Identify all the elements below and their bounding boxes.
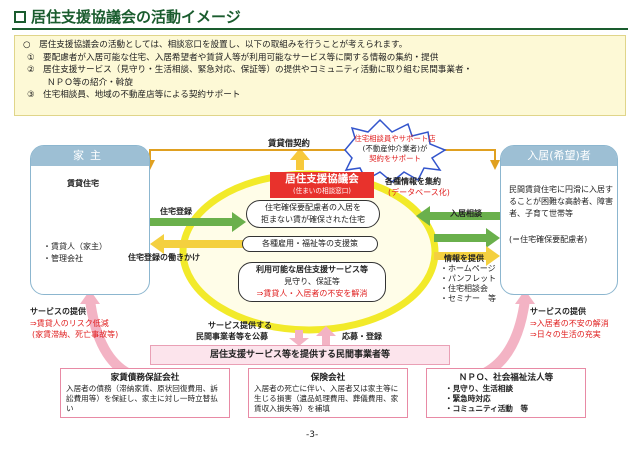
lease-bracket <box>149 149 496 165</box>
npo-title: ＮＰＯ、社会福祉法人等 <box>458 373 554 383</box>
page-title-text: 居住支援協議会の活動イメージ <box>31 8 241 26</box>
service-left-r1: ⇒賃貸人のリスク低減 <box>30 319 109 328</box>
info-provide-label: 情報を提供 <box>444 254 484 263</box>
npo-list: ・見守り、生活相談 ・緊急時対応 ・コミュニティ活動 等 <box>445 384 529 413</box>
providers-band: 居住支援サービス等を提供する民間事業者等 <box>150 345 450 365</box>
service-right-r2: ⇒日々の生活の充実 <box>530 330 601 339</box>
register-arrow <box>150 212 246 232</box>
lease-right-head <box>490 160 500 170</box>
recruit-label-1: サービス提供する <box>208 321 272 330</box>
square-bullet-icon <box>14 10 26 23</box>
lease-up-arrow <box>290 148 310 170</box>
recruit-arrow <box>289 330 309 346</box>
intro-lead: ○ 居住支援協議会の活動としては、相談窓口を設置し、以下の取組みを行うことが考え… <box>23 40 408 50</box>
rental-housing-label: 賃貸住宅 <box>67 179 99 188</box>
support-pill: 各種雇用・福祉等の支援策 <box>242 236 378 252</box>
landlord-header: 家主 <box>31 146 149 166</box>
intro-box: ○ 居住支援協議会の活動としては、相談窓口を設置し、以下の取組みを行うことが考え… <box>14 35 626 116</box>
collect-arrow <box>416 206 500 226</box>
title-rule <box>12 28 628 30</box>
intro-item-2-cont: ＮＰＯ等の紹介・斡旋 <box>47 77 133 88</box>
service-left-label: サービスの提供 <box>30 307 86 316</box>
tenant-consult-label: 入居相談 <box>450 209 482 218</box>
service-left-head <box>80 290 100 304</box>
apply-label: 応募・登録 <box>342 332 382 341</box>
insurance-title: 保険会社 <box>310 373 346 383</box>
landlord-item-2: ・管理会社 <box>43 254 83 263</box>
council-sub: (住まいの相談窓口) <box>293 187 351 195</box>
info-provide-list: ・ホームページ ・パンフレット ・住宅相談会 ・セミナー 等 <box>440 264 497 303</box>
housing-pill: 住宅確保要配慮者の入居を 拒まない賃が確保された住宅 <box>246 200 380 228</box>
council-title-box: 居住支援協議会 (住まいの相談窓口) <box>270 172 374 198</box>
tenant-desc-2: (＝住宅確保要配慮者) <box>509 235 588 244</box>
housing-register-label: 住宅登録 <box>160 207 192 216</box>
page-number: -3- <box>306 430 319 440</box>
landlord-box: 家主 賃貸住宅 ・賃貸人（家主） ・管理会社 <box>30 145 150 295</box>
npo-box: ＮＰＯ、社会福祉法人等 ・見守り、生活相談 ・緊急時対応 ・コミュニティ活動 等 <box>426 368 586 418</box>
guarantee-title: 家賃債務保証会社 <box>110 373 180 383</box>
register-appeal-label: 住宅登録の働きかけ <box>128 253 200 262</box>
service-right-head <box>515 290 535 304</box>
guarantee-box: 家賃債務保証会社 入居者の債務（滞納家賃、原状回復費用、訴訟費用等）を保証し、家… <box>60 368 230 418</box>
page-title: 居住支援協議会の活動イメージ <box>14 6 241 27</box>
recruit-label-2: 民間事業者等を公募 <box>196 332 268 341</box>
provide-arrow <box>434 246 500 266</box>
tenant-box: 入居(希望)者 民間賃貸住宅に円滑に入居することが困難な高齢者、障害者、子育て世… <box>500 145 618 295</box>
insurance-desc: 入居者の死亡に伴い、入居者又は家主等に生じる損害（遺品処理費用、葬儀費用、家賃収… <box>254 384 399 413</box>
service-right-label: サービスの提供 <box>530 307 586 316</box>
consult-arrow <box>434 228 500 248</box>
council-name: 居住支援協議会 <box>285 173 359 185</box>
service-pill: 利用可能な居住支援サービス等 見守り、保証等 ⇒賃貸人・入居者の不安を解消 <box>238 262 386 302</box>
guarantee-desc: 入居者の債務（滞納家賃、原状回復費用、訴訟費用等）を保証し、家主に対し一時立替払… <box>66 384 218 413</box>
insurance-box: 保険会社 入居者の死亡に伴い、入居者又は家主等に生じる損害（遺品処理費用、葬儀費… <box>248 368 408 418</box>
lease-contract-label: 賃貸借契約 <box>268 138 310 148</box>
appeal-arrow <box>150 234 246 254</box>
apply-arrow <box>316 326 336 346</box>
landlord-item-1: ・賃貸人（家主） <box>43 242 107 251</box>
database-label: (データベース化) <box>388 188 450 197</box>
service-right-r1: ⇒入居者の不安の解消 <box>530 319 609 328</box>
tenant-header: 入居(希望)者 <box>501 146 617 166</box>
service-left-r2: (家賃滞納、死亡事故等) <box>32 330 119 339</box>
info-collect-label: 各種情報を集約 <box>385 177 441 186</box>
burst-text: 住宅相談員やサポート店 (不動産仲介業者)が 契約をサポート <box>354 134 436 163</box>
tenant-desc: 民間賃貸住宅に円滑に入居することが困難な高齢者、障害者、子育て世帯等 <box>509 185 613 218</box>
